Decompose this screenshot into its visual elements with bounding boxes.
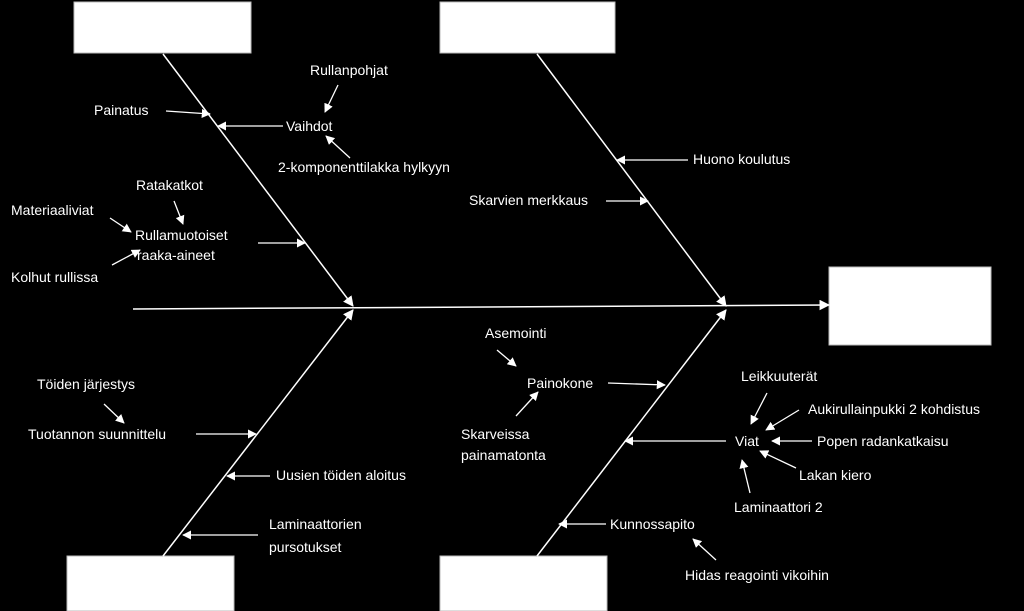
- label-laminaattorien-1: Laminaattorien: [269, 516, 362, 532]
- label-rullanpohjat: Rullanpohjat: [310, 62, 388, 78]
- label-asemointi: Asemointi: [485, 325, 546, 341]
- arrow-ratakatkot: [173, 200, 185, 225]
- label-viat: Viat: [735, 433, 759, 449]
- category-box-top-right: [439, 1, 616, 54]
- arrow-hidas-reagointi: [692, 538, 717, 561]
- label-ratakatkot: Ratakatkot: [136, 177, 203, 193]
- label-kolhut-rullissa: Kolhut rullissa: [11, 269, 98, 285]
- label-laminaattorien-2: pursotukset: [269, 539, 341, 555]
- label-vaihdot: Vaihdot: [286, 118, 333, 134]
- arrow-kolhut: [111, 249, 141, 266]
- label-skarvien-merkkaus: Skarvien merkkaus: [469, 192, 588, 208]
- label-toiden-jarjestys: Töiden järjestys: [37, 376, 135, 392]
- bone-top-left: [162, 53, 354, 307]
- arrow-painatus: [165, 108, 211, 118]
- arrow-2-komponenttilakka: [325, 135, 351, 159]
- label-skarveissa-1: Skarveissa: [461, 426, 530, 442]
- label-huono-koulutus: Huono koulutus: [693, 151, 790, 167]
- label-leikkuuterat: Leikkuuterät: [741, 368, 817, 384]
- label-rullamuotoiset-1: Rullamuotoiset: [135, 227, 228, 243]
- category-box-top-left: [73, 1, 252, 54]
- effect-box: [828, 266, 992, 346]
- label-painokone: Painokone: [527, 375, 593, 391]
- label-2-komponenttilakka: 2-komponenttilakka hylkyyn: [278, 159, 450, 175]
- label-lakan-kiero: Lakan kiero: [799, 467, 872, 483]
- spine: [132, 299, 831, 311]
- category-box-bottom-left: [66, 555, 235, 611]
- arrow-skarveissa: [515, 391, 539, 417]
- arrow-laminaattori-2: [739, 459, 751, 494]
- label-rullamuotoiset-2: raaka-aineet: [137, 247, 215, 263]
- arrow-leikkuuterat: [750, 392, 768, 425]
- arrow-asemointi: [496, 349, 517, 367]
- bone-bottom-right: [536, 309, 727, 557]
- label-skarveissa-2: painamatonta: [461, 447, 546, 463]
- label-materiaaliviat: Materiaaliviat: [11, 202, 94, 218]
- label-popen-radankatkaisu: Popen radankatkaisu: [817, 433, 949, 449]
- label-hidas-reagointi: Hidas reagointi vikoihin: [685, 567, 829, 583]
- arrow-rullanpohjat: [324, 84, 339, 113]
- arrow-toiden-jarjestys: [103, 403, 125, 424]
- label-aukirullainpukki: Aukirullainpukki 2 kohdistus: [808, 401, 980, 417]
- arrow-aukirullainpukki: [765, 409, 800, 431]
- category-box-bottom-right: [439, 555, 608, 611]
- label-kunnossapito: Kunnossapito: [610, 516, 695, 532]
- bone-bottom-left: [162, 309, 354, 557]
- label-tuotannon-suunnittelu: Tuotannon suunnittelu: [28, 426, 166, 442]
- bone-top-right: [536, 53, 727, 307]
- arrow-materiaaliviat: [109, 217, 132, 233]
- label-painatus: Painatus: [94, 102, 148, 118]
- label-uusien-toiden-aloitus: Uusien töiden aloitus: [276, 467, 406, 483]
- label-laminaattori-2: Laminaattori 2: [734, 499, 823, 515]
- arrow-lakan-kiero: [759, 450, 797, 469]
- arrow-painokone: [607, 380, 666, 390]
